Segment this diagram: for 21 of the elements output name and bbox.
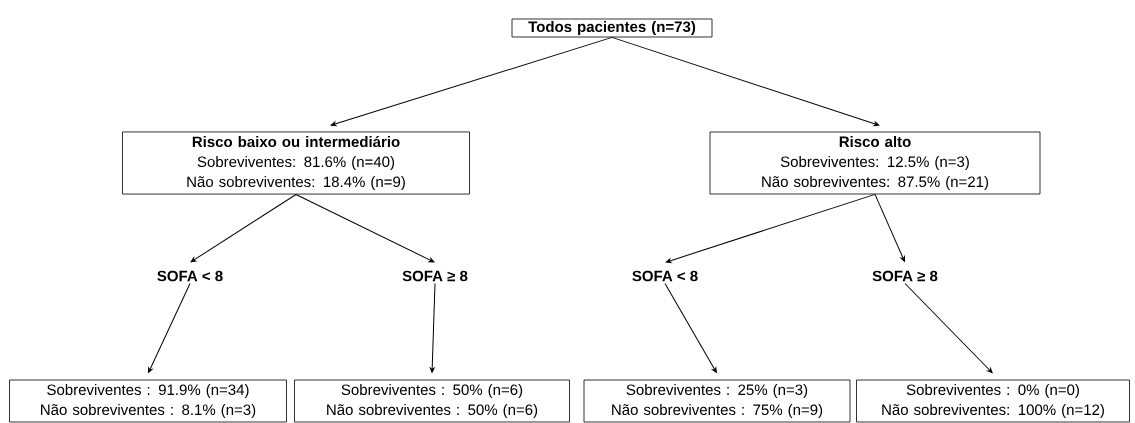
outcome-box: Sobreviventes : 25% (n=3) Não sobreviventes : 75% (n=9)	[583, 379, 851, 423]
arrow	[330, 36, 613, 127]
split-label: SOFA < 8	[632, 270, 698, 282]
split-label: SOFA ≥ 8	[872, 270, 938, 282]
arrow	[665, 193, 876, 264]
arrow	[295, 193, 435, 263]
outcome-box: Sobreviventes : 50% (n=6) Não sobreviventes : 50% (n=6)	[294, 379, 570, 423]
arrow	[429, 283, 436, 373]
outcome-box: Sobreviventes : 0% (n=0) Não sobreviventes: 100% (n=12)	[856, 379, 1130, 423]
split-label: SOFA ≥ 8	[402, 270, 468, 282]
split-label: SOFA < 8	[157, 270, 223, 282]
group-box: Risco alto Sobreviventes: 12.5% (n=3) Não sobreviventes: 87.5% (n=21)	[709, 131, 1041, 195]
arrow	[148, 283, 191, 373]
outcome-box: Sobreviventes : 91.9% (n=34) Não sobreviventes : 8.1% (n=3)	[9, 379, 287, 423]
group-box: Risco baixo ou intermediário Sobreviventes: 81.6% (n=40) Não sobreviventes: 18.4% (n=9)	[122, 131, 470, 195]
arrow	[664, 283, 717, 373]
root-box: Todos pacientes (n=73)	[511, 18, 713, 38]
arrow	[874, 193, 905, 262]
arrow	[904, 283, 993, 374]
arrow	[190, 193, 297, 263]
arrow	[611, 36, 880, 127]
